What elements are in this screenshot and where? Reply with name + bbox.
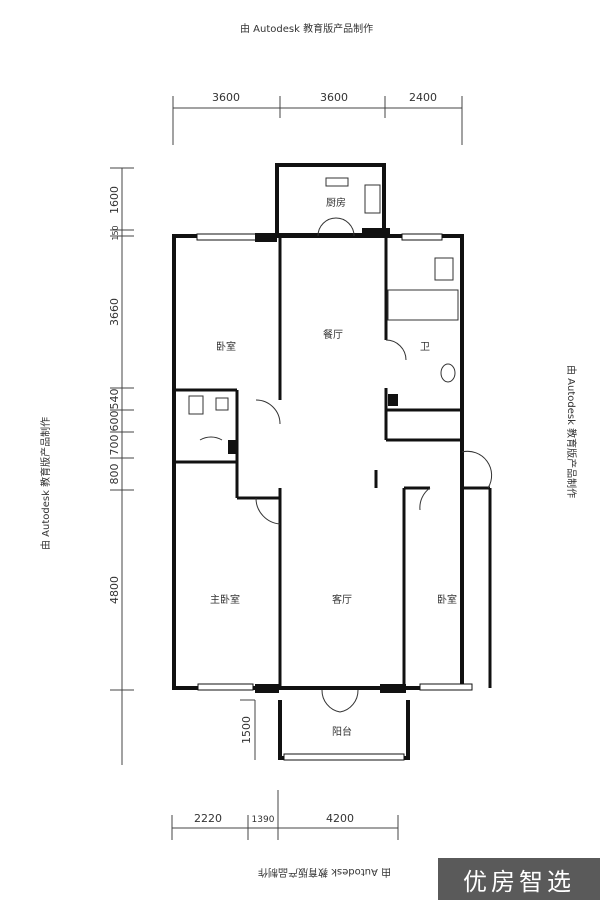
- watermark-top: 由 Autodesk 教育版产品制作: [240, 24, 374, 35]
- watermark-right: 由 Autodesk 教育版产品制作: [565, 365, 576, 499]
- dim-left-9: 1500: [240, 716, 253, 744]
- dim-top-3: 2400: [409, 91, 437, 104]
- dim-bottom-1: 2220: [194, 812, 222, 825]
- watermark-bottom: 由 Autodesk 教育版产品制作: [258, 866, 392, 877]
- dim-left-3: 3660: [108, 298, 121, 326]
- dim-left-8: 4800: [108, 576, 121, 604]
- dim-left-2: 150: [111, 225, 120, 240]
- brand-logo: 优房智选: [438, 858, 600, 900]
- room-label-master-bedroom: 主卧室: [210, 593, 240, 606]
- dim-left-6: 700: [108, 435, 121, 456]
- dim-bottom-3: 4200: [326, 812, 354, 825]
- room-label-dining: 餐厅: [323, 328, 343, 341]
- dim-bottom-2: 1390: [252, 815, 275, 825]
- room-label-bedroom-small: 卧室: [216, 340, 236, 353]
- dim-top-2: 3600: [320, 91, 348, 104]
- dim-left-4: 540: [108, 389, 121, 410]
- watermark-left: 由 Autodesk 教育版产品制作: [41, 416, 52, 550]
- room-label-balcony: 阳台: [332, 725, 352, 738]
- room-label-bedroom: 卧室: [437, 593, 457, 606]
- room-label-bathroom: 卫: [420, 342, 430, 353]
- dim-left-5: 600: [108, 411, 121, 432]
- room-label-kitchen: 厨房: [326, 196, 346, 209]
- dim-top-1: 3600: [212, 91, 240, 104]
- room-label-living: 客厅: [332, 593, 352, 606]
- dim-left-7: 800: [108, 464, 121, 485]
- dim-left-1: 1600: [108, 186, 121, 214]
